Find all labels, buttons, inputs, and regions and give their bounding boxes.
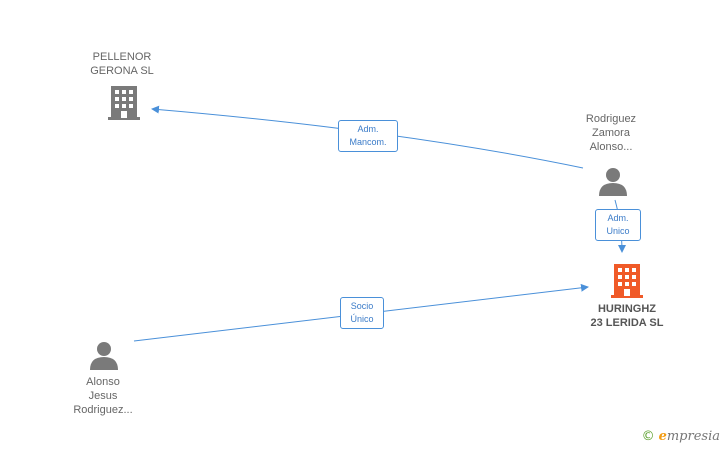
node-label-line: Jesus xyxy=(88,390,118,402)
node-label-line: GERONA SL xyxy=(90,65,154,77)
node-label-line: PELLENOR xyxy=(92,51,152,63)
node-label-line: Zamora xyxy=(592,127,630,139)
edge-label-line: Adm. xyxy=(607,213,629,223)
copyright-icon: © xyxy=(641,429,655,444)
person-icon[interactable] xyxy=(89,340,119,370)
edge-label-line: Adm. xyxy=(357,124,379,134)
node-label-line: Rodriguez xyxy=(585,113,637,125)
node-label-line: Alonso... xyxy=(589,141,633,153)
node-label-pellenor[interactable]: PELLENOR GERONA SL xyxy=(70,50,174,78)
node-label-huringhz[interactable]: HURINGHZ 23 LERIDA SL xyxy=(572,302,682,330)
edge-label-adm-mancom[interactable]: Adm. Mancom. xyxy=(338,120,398,152)
node-label-rodriguez[interactable]: Rodriguez Zamora Alonso... xyxy=(566,112,656,154)
edge-label-adm-unico[interactable]: Adm. Unico xyxy=(595,209,641,241)
node-label-alonso[interactable]: Alonso Jesus Rodriguez... xyxy=(56,375,150,417)
building-icon[interactable] xyxy=(108,84,140,120)
brand-name: mpresia xyxy=(666,429,720,444)
edge-label-line: Socio xyxy=(350,301,374,311)
brand-initial: e xyxy=(658,429,667,444)
node-label-line: Rodriguez... xyxy=(73,404,133,416)
edge-label-line: Único xyxy=(350,314,374,324)
node-label-line: Alonso xyxy=(86,376,120,388)
person-icon[interactable] xyxy=(598,166,628,196)
empresia-logo[interactable]: ©empresia xyxy=(642,429,720,444)
edge-label-line: Unico xyxy=(606,226,630,236)
node-label-line: HURINGHZ xyxy=(597,303,657,315)
building-icon-main[interactable] xyxy=(611,262,643,298)
node-label-line: 23 LERIDA SL xyxy=(590,317,664,329)
edge-label-socio-unico[interactable]: Socio Único xyxy=(340,297,384,329)
edge-label-line: Mancom. xyxy=(349,137,387,147)
